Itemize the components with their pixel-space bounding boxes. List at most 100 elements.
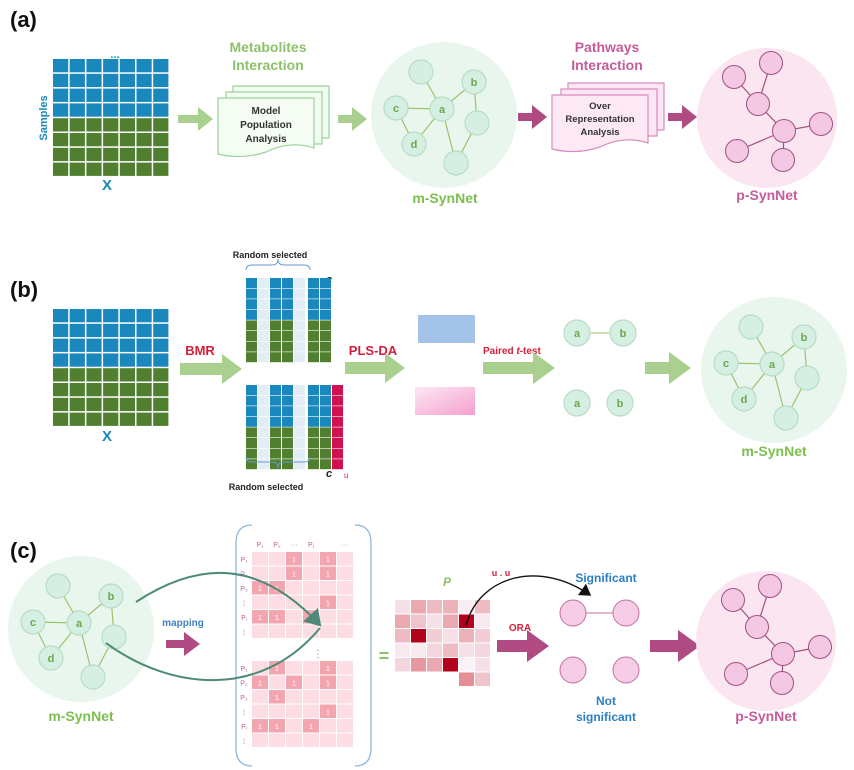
row-header: ⋮ bbox=[241, 601, 248, 608]
row-header: ⋮ bbox=[241, 630, 248, 637]
arrow-right-icon bbox=[180, 354, 242, 384]
subset-cell bbox=[308, 288, 319, 299]
model-population-analysis-doc: Model Population Analysis bbox=[217, 85, 330, 158]
arrow-right-icon bbox=[483, 352, 555, 384]
matrix-cell bbox=[136, 397, 152, 412]
binary-cell bbox=[269, 661, 285, 675]
row-header: P₃ bbox=[240, 695, 248, 702]
matrix-cell bbox=[103, 103, 119, 117]
binary-cell-value: 1 bbox=[258, 681, 262, 688]
network-node-c bbox=[20, 609, 46, 635]
subset-cell bbox=[270, 385, 281, 395]
heatmap-cell bbox=[411, 643, 426, 657]
subset-cell bbox=[282, 299, 293, 310]
panel-b: (b) X BMR Random selected c c u Random s… bbox=[10, 250, 847, 492]
pair-node-label: a bbox=[574, 328, 581, 340]
matrix-cell bbox=[53, 88, 69, 102]
binary-cell-value: 1 bbox=[309, 724, 313, 731]
binary-cell bbox=[320, 610, 336, 624]
matrix-cell bbox=[136, 103, 152, 117]
matrix-cell bbox=[153, 412, 169, 426]
uu-mark: u . u bbox=[492, 568, 511, 578]
significant-pointer-arrow bbox=[465, 575, 592, 626]
binary-cell-value: 1 bbox=[258, 586, 262, 593]
subset-cell bbox=[294, 341, 305, 352]
binary-cell bbox=[269, 595, 285, 609]
mapping-label: mapping bbox=[162, 618, 204, 629]
node-label-d: d bbox=[741, 394, 748, 406]
subset-cell bbox=[282, 385, 293, 395]
subset-cell bbox=[320, 459, 331, 470]
matrix-cell bbox=[153, 383, 169, 397]
subset-cell bbox=[320, 352, 331, 363]
network-node-bot bbox=[443, 150, 469, 176]
brace-bottom bbox=[245, 456, 311, 469]
subset-cell bbox=[294, 320, 305, 331]
subset-cell bbox=[294, 309, 305, 320]
matrix-cell bbox=[103, 147, 119, 162]
matrix-cell bbox=[69, 412, 85, 426]
network-node-d bbox=[38, 645, 64, 671]
subset-cell bbox=[270, 427, 281, 438]
matrix-cell bbox=[86, 59, 102, 73]
matrix-cell bbox=[103, 338, 119, 352]
m-synnet-label-a: m-SynNet bbox=[412, 190, 478, 206]
matrix-cell bbox=[119, 147, 135, 162]
pathway-node bbox=[772, 119, 796, 143]
network-node-b bbox=[461, 69, 487, 95]
subset-cell bbox=[282, 278, 293, 288]
heatmap-cell bbox=[411, 614, 426, 628]
panel-c-label: (c) bbox=[10, 538, 37, 563]
binary-cell-value: 1 bbox=[275, 666, 279, 673]
subset-cell bbox=[294, 299, 305, 310]
matrix-cell bbox=[119, 59, 135, 73]
binary-cell-value: 1 bbox=[292, 572, 296, 579]
subset-cell bbox=[320, 416, 331, 427]
matrix-cell bbox=[119, 162, 135, 176]
matrix-cell bbox=[153, 118, 169, 132]
matrix-cell bbox=[86, 397, 102, 412]
matrix-cell bbox=[53, 309, 69, 323]
matrix-cell bbox=[86, 88, 102, 102]
heatmap-cell bbox=[475, 672, 490, 686]
binary-cell bbox=[252, 675, 268, 689]
columns-ellipsis: ... bbox=[110, 49, 119, 61]
pathway-node bbox=[722, 65, 746, 89]
ora-line-3: Analysis bbox=[580, 127, 619, 138]
matrix-cell bbox=[103, 397, 119, 412]
subset-cell bbox=[270, 331, 281, 341]
subset-cell bbox=[308, 299, 319, 310]
binary-cell bbox=[252, 610, 268, 624]
subset-cell bbox=[294, 385, 305, 395]
matrix-cell bbox=[136, 118, 152, 132]
pair-node-label: a bbox=[574, 398, 581, 410]
subset-cell bbox=[258, 395, 269, 406]
binary-cell bbox=[252, 690, 268, 704]
binary-cell bbox=[303, 733, 319, 747]
matrix-cell bbox=[103, 412, 119, 426]
binary-cell-value: 1 bbox=[326, 601, 330, 608]
binary-cell bbox=[252, 624, 268, 638]
heatmap-cell bbox=[411, 600, 426, 614]
node-label-d: d bbox=[48, 653, 55, 665]
column-header: P₂ bbox=[273, 542, 281, 549]
subset-cell bbox=[308, 331, 319, 341]
subset-cell bbox=[308, 352, 319, 363]
binary-cell bbox=[286, 624, 302, 638]
subset-cell bbox=[308, 427, 319, 438]
binary-cell bbox=[269, 552, 285, 566]
network-node-a bbox=[759, 351, 785, 377]
subset-cell bbox=[282, 309, 293, 320]
subset-cell bbox=[282, 288, 293, 299]
matrix-cell bbox=[103, 162, 119, 176]
pathway-node bbox=[770, 671, 794, 695]
matrix-cell bbox=[153, 147, 169, 162]
class-block-blue bbox=[418, 315, 475, 343]
class-block-pink bbox=[415, 387, 475, 415]
binary-cell bbox=[337, 624, 353, 638]
random-selected-top: Random selected bbox=[233, 250, 308, 260]
metabolites-interaction-title-1: Metabolites bbox=[229, 39, 306, 55]
